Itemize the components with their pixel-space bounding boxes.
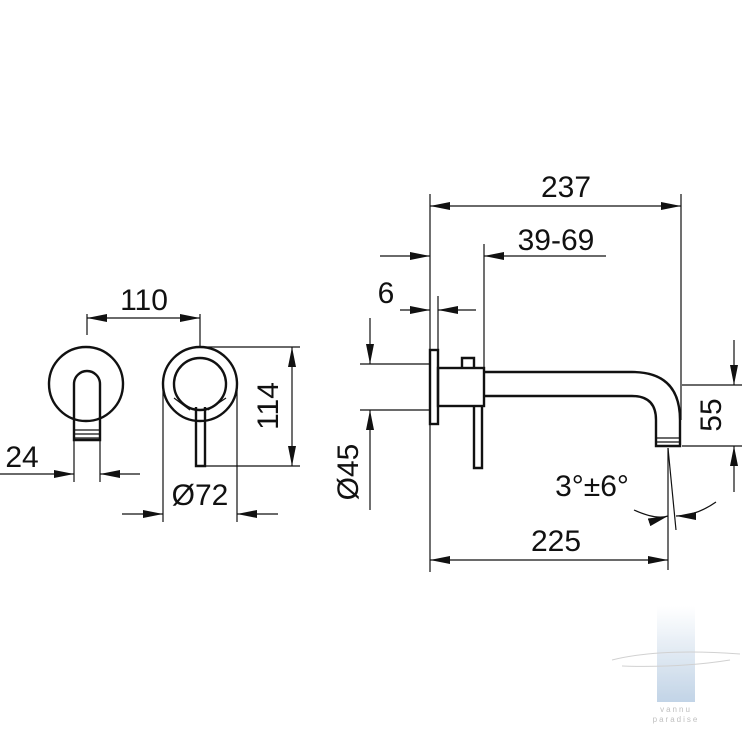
dim-237-label: 237 <box>541 171 591 204</box>
watermark-tagline: paradise <box>653 715 700 724</box>
dim-110-label: 110 <box>120 284 168 317</box>
side-view: 237 39-69 6 Ø45 55 3°±6° 225 <box>332 171 742 572</box>
dim-55-label: 55 <box>695 398 728 431</box>
angle-arc <box>633 509 669 527</box>
dim-225-label: 225 <box>531 525 581 558</box>
spout-rosette-outline <box>47 345 125 423</box>
watermark-logo: vannu paradise <box>611 606 741 724</box>
mixer-inner-ring <box>172 356 228 412</box>
spout-front-outline <box>72 369 102 442</box>
wall-plate-outline <box>428 348 440 426</box>
mixer-rosette-outline <box>161 345 239 423</box>
front-view: 110 114 24 Ø72 <box>0 284 300 522</box>
mixer-handle-outline <box>194 407 207 468</box>
dim-45-label: Ø45 <box>332 444 365 501</box>
watermark-brand: vannu <box>660 705 692 714</box>
spout-side-outline <box>484 370 682 448</box>
mixer-body-outline <box>436 366 486 408</box>
dim-6-label: 6 <box>378 277 395 310</box>
dim-39-69-label: 39-69 <box>518 224 595 257</box>
dim-72-label: Ø72 <box>172 479 229 512</box>
angle-label: 3°±6° <box>555 470 629 503</box>
side-handle-outline <box>460 356 476 368</box>
dim-24-label: 24 <box>5 441 38 474</box>
dim-114-label: 114 <box>252 382 285 430</box>
